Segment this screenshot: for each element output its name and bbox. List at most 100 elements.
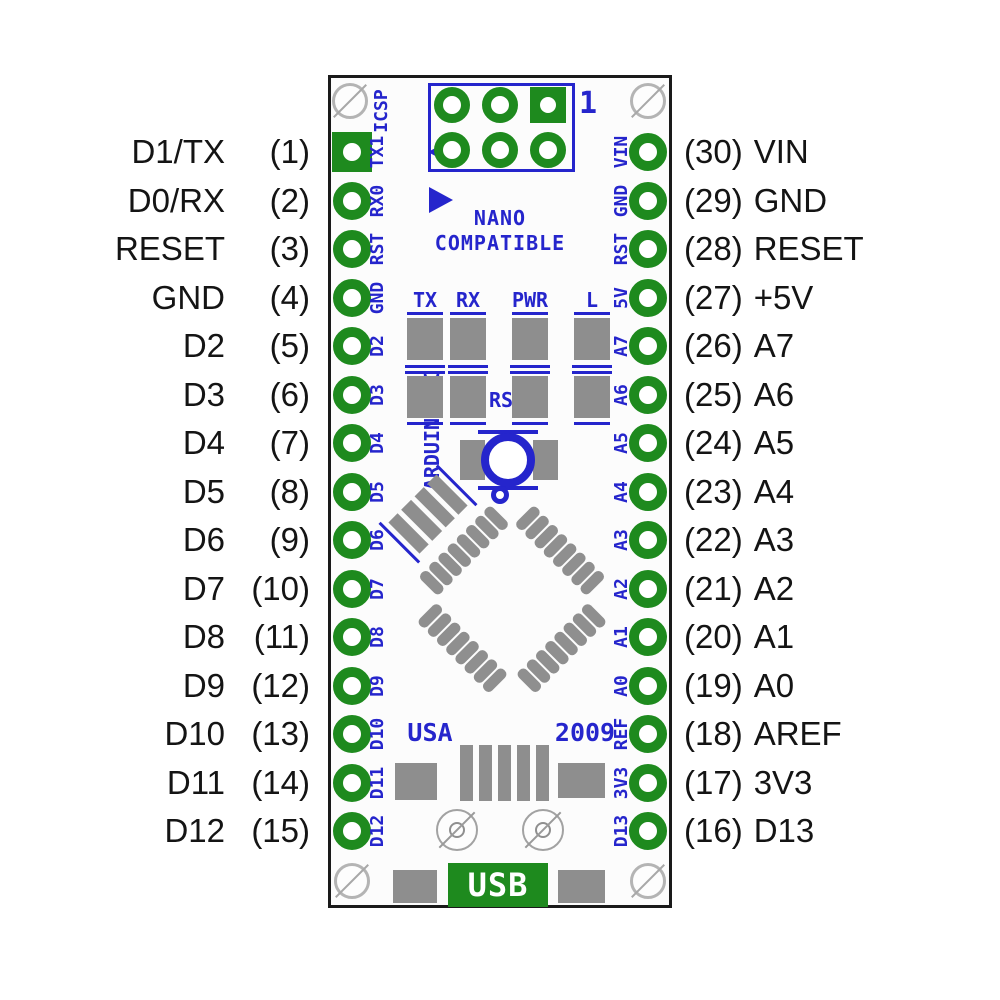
icsp-pad [434, 132, 470, 168]
mount-hole-bottom-right [630, 863, 666, 899]
resistor-pad [407, 376, 443, 418]
pad-a7 [629, 327, 667, 365]
pad-d7 [333, 569, 371, 608]
pin-number: (20) [684, 618, 743, 655]
pin-name: VIN [753, 133, 809, 170]
led-pad [407, 318, 443, 360]
test-point-hole [535, 822, 551, 838]
resistor-pad [512, 376, 548, 418]
pin-label-row: D8(11) [55, 617, 310, 657]
pad-5v [629, 278, 667, 317]
pin-label-row: (28)RESET [684, 229, 864, 269]
pin-number: (3) [269, 230, 310, 267]
led-label-l: L [585, 288, 599, 312]
pad-a0 [629, 666, 667, 705]
usb-mount-pad-left [393, 870, 437, 903]
usb-mount-pad-right [558, 870, 605, 903]
hole-slash [335, 864, 369, 898]
pin-name: A4 [753, 472, 795, 510]
board-title-line1: NANO [473, 206, 527, 230]
led-silk-line [510, 365, 550, 368]
usa-silk: USA [407, 718, 453, 747]
pin-number: (15) [251, 812, 310, 849]
mount-hole-top-right [630, 83, 666, 119]
pin-name: A5 [753, 424, 795, 461]
led-pad [450, 318, 486, 360]
test-point-slash [438, 811, 476, 849]
hole-slash [631, 84, 665, 118]
pin-name: A1 [753, 618, 795, 655]
pin-label-row: (25)A6 [684, 375, 794, 415]
pad-rst [629, 230, 667, 268]
led-silk-line [450, 422, 486, 425]
pad-d11 [333, 763, 371, 802]
led-silk-line [512, 312, 548, 315]
led-silk-line [407, 312, 443, 315]
pin-number: (7) [269, 424, 310, 461]
pin-label-row: (24) A5 [684, 423, 794, 463]
pin-name: A2 [753, 569, 795, 607]
pin-number: (1) [269, 133, 310, 170]
pad-d12 [333, 812, 371, 850]
pad-d2 [333, 327, 371, 365]
pad-d10 [333, 715, 371, 753]
hole-slash [631, 864, 665, 898]
pin-number: (11) [253, 618, 310, 655]
pin-label-row: (23)A4 [684, 472, 794, 512]
silk-label-d12: D12 [367, 814, 388, 848]
pin-label-row: (16)D13 [684, 811, 814, 851]
pad-rst [333, 230, 371, 268]
pin-number: (4) [269, 278, 310, 316]
pin-name: D1/TX [131, 133, 225, 170]
usb-shield-pad-right [558, 763, 605, 798]
pin-label-row: D9 (12) [55, 666, 310, 706]
pin-name: D12 [164, 812, 225, 849]
usb-pin-pad [460, 745, 473, 801]
icsp-header [428, 83, 575, 172]
led-silk-line [405, 371, 445, 374]
pin-label-row: D1/TX (1) [55, 132, 310, 172]
reset-button [481, 433, 535, 487]
rst-pad-right [533, 440, 558, 480]
resistor-pad [450, 376, 486, 418]
pad-d6 [333, 521, 371, 559]
pin-number: (12) [251, 666, 310, 704]
pin-label-row: D12 (15) [55, 811, 310, 851]
pin-name: D3 [182, 375, 225, 413]
usb-pin-pad [517, 745, 530, 801]
led-label-rx: RX [455, 288, 481, 312]
usb-connector-label: USB [448, 863, 548, 907]
icsp-pad-1 [530, 87, 566, 123]
pin-number: (27) [684, 278, 743, 316]
pin-name: D5 [182, 472, 225, 510]
pin-name: GND [151, 278, 225, 316]
board-title-line2: COMPATIBLE [434, 231, 566, 255]
led-silk-line [574, 422, 610, 425]
usb-shield-pad-left [395, 763, 437, 800]
pin-number: (24) [684, 424, 743, 461]
pin-name: D10 [164, 715, 225, 752]
pin-label-row: (21) A2 [684, 569, 794, 609]
pad-a6 [629, 375, 667, 414]
pin-name: 3V3 [753, 763, 813, 801]
pad-gnd [629, 181, 667, 220]
pin-name: D0/RX [127, 181, 225, 219]
pin-number: (21) [684, 569, 743, 607]
pin-number: (17) [684, 763, 743, 801]
usb-pin-pad [498, 745, 511, 801]
pad-a4 [629, 472, 667, 511]
led-silk-line [510, 371, 550, 374]
pin-label-row: (17) 3V3 [684, 763, 812, 803]
pin-number: (6) [269, 375, 310, 413]
pin-label-row: D0/RX(2) [55, 181, 310, 221]
pin-name: D9 [182, 666, 225, 704]
pin-number: (19) [684, 666, 743, 704]
rx-arrow-icon [429, 187, 453, 213]
pin-name: A6 [753, 375, 795, 413]
pin-number: (16) [684, 812, 743, 849]
led-pad [574, 318, 610, 360]
usb-pin-pad [479, 745, 492, 801]
led-silk-line [407, 422, 443, 425]
pad-gnd [333, 278, 371, 317]
